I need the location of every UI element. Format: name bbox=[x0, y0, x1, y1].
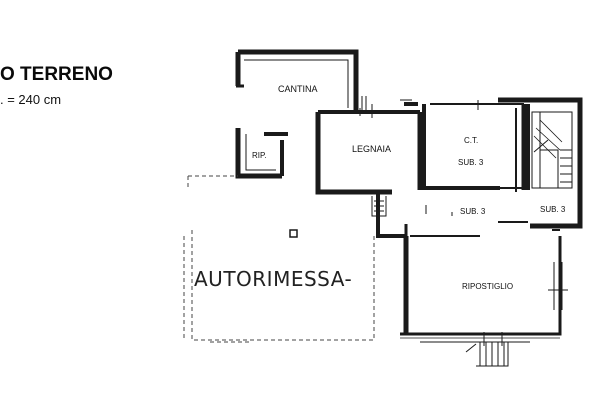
detail-marks bbox=[361, 96, 549, 216]
label-stair-sub: SUB. 3 bbox=[540, 205, 566, 214]
label-cantina: CANTINA bbox=[278, 84, 318, 94]
autorimessa-outline bbox=[183, 175, 375, 343]
label-rip: RIP. bbox=[252, 151, 267, 160]
corridor bbox=[371, 192, 528, 238]
label-ct-sub: SUB. 3 bbox=[458, 158, 484, 167]
ripostiglio-room bbox=[400, 229, 568, 346]
label-ct: C.T. bbox=[464, 136, 478, 145]
pillar-marker bbox=[289, 229, 298, 238]
plan-title: O TERRENO bbox=[0, 64, 113, 85]
legnaia-room bbox=[315, 104, 423, 195]
label-legnaia: LEGNAIA bbox=[352, 144, 391, 154]
ct-room bbox=[404, 102, 527, 192]
height-note: . = 240 cm bbox=[0, 92, 61, 107]
label-corridor-sub: SUB. 3 bbox=[460, 207, 486, 216]
stair-block bbox=[498, 97, 583, 229]
label-autorimessa: AUTORIMESSA- bbox=[194, 267, 352, 291]
bottom-steps bbox=[465, 341, 509, 367]
cantina-room bbox=[235, 49, 359, 110]
label-ripostiglio: RIPOSTIGLIO bbox=[462, 282, 513, 291]
